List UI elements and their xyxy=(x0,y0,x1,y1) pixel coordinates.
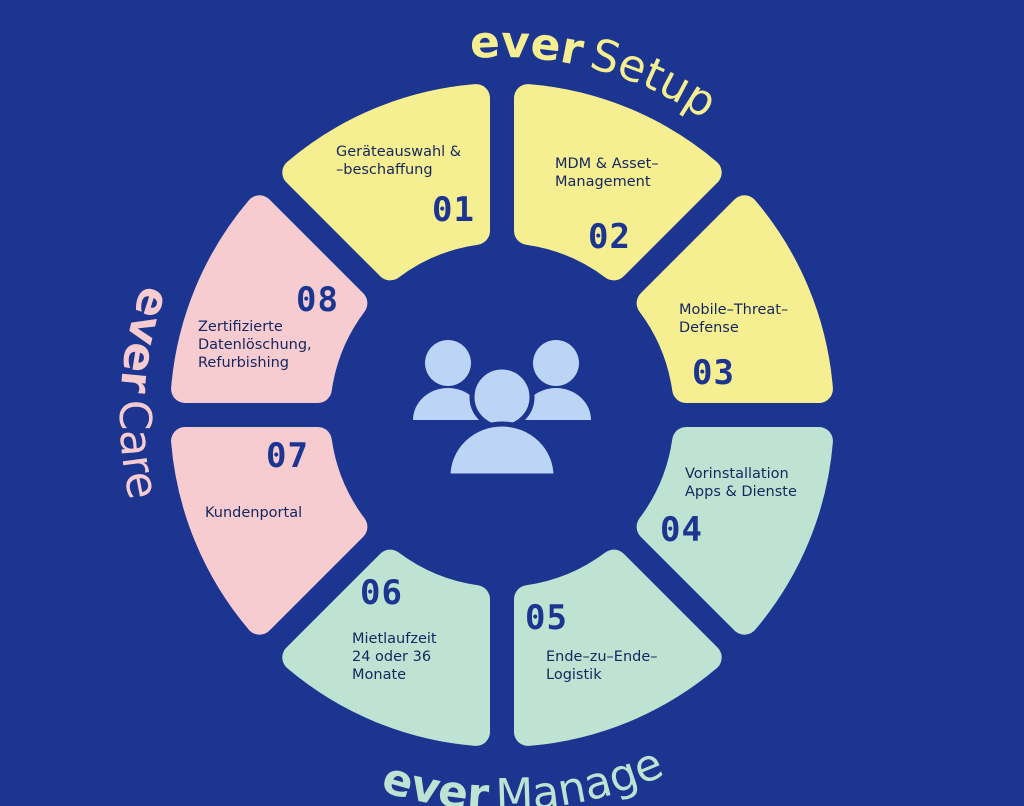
segment-02-number: 02 xyxy=(588,217,631,257)
segment-07 xyxy=(171,427,368,635)
users-group-icon xyxy=(413,340,591,479)
segment-04-number: 04 xyxy=(660,510,703,550)
segment-01 xyxy=(282,84,490,281)
segment-07-number: 07 xyxy=(266,436,309,476)
segment-05 xyxy=(514,549,722,746)
segment-07-label: Kundenportal xyxy=(205,505,303,521)
segment-03-label: Mobile–Threat–Defense xyxy=(679,302,789,336)
segment-08 xyxy=(171,195,368,403)
segment-05-number: 05 xyxy=(525,598,568,638)
segment-01-label: Geräteauswahl &–beschaffung xyxy=(336,144,462,178)
segment-05-label: Ende–zu–Ende–Logistik xyxy=(546,649,658,683)
segment-04 xyxy=(636,427,833,635)
group-label-manage: everManage xyxy=(377,738,670,806)
segment-06 xyxy=(282,549,490,746)
segment-02 xyxy=(514,84,722,281)
segment-01-number: 01 xyxy=(432,190,475,230)
segment-08-number: 08 xyxy=(296,280,339,320)
segment-02-label: MDM & Asset–Management xyxy=(555,156,659,190)
segment-03 xyxy=(636,195,833,403)
segment-03-number: 03 xyxy=(692,353,735,393)
segment-06-number: 06 xyxy=(360,573,403,613)
